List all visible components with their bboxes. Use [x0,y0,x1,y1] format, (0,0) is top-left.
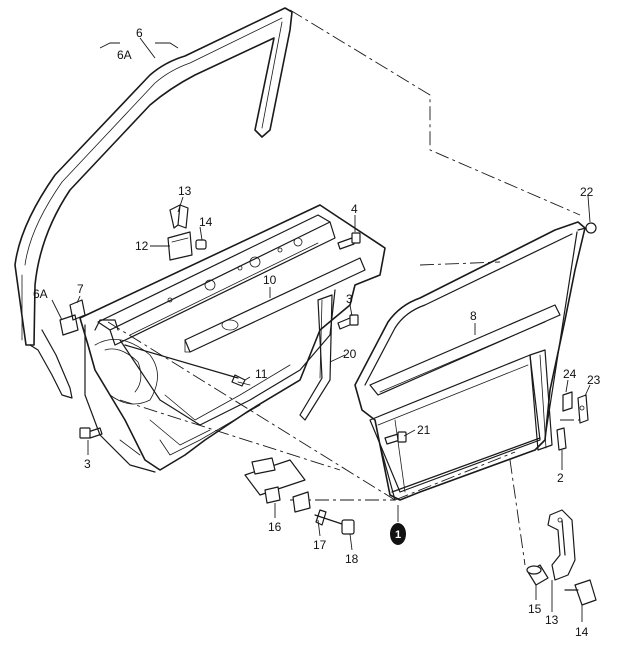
callout-21: 21 [417,423,431,437]
bolt-part-3-mid [337,314,359,330]
callout-14-top: 14 [199,215,213,229]
window-frame-seal [14,7,293,399]
callout-6a-top: 6A [117,48,132,62]
handle-mechanism-16-17-18 [244,457,355,535]
callout-14-bottom: 14 [575,625,589,639]
callout-24: 24 [563,367,577,381]
window-glass-frame [354,221,586,501]
callout-22: 22 [580,185,594,199]
callout-6: 6 [136,26,143,40]
callout-8: 8 [470,309,477,323]
callout-13-bottom: 13 [545,613,559,627]
window-guide-channel [299,294,333,421]
callout-12: 12 [135,239,149,253]
callout-17: 17 [313,538,327,552]
bolt-part-3-left [79,427,103,439]
callout-1: 1 [395,529,401,541]
door-shell [79,204,386,473]
callout-3-left: 3 [84,457,91,471]
leader-lines [51,37,591,622]
callout-labels: 6 6A 13 14 12 4 22 7 6A 10 3 8 20 11 24 … [33,26,601,639]
striker-bracket-23-24 [562,391,589,424]
callout-20: 20 [343,347,357,361]
callout-11: 11 [255,367,268,381]
callout-23: 23 [587,373,601,387]
door-hinge-13-14 [547,509,597,606]
callout-10: 10 [263,273,277,287]
bolt-part-4 [337,232,361,250]
bushing-part-15 [526,564,549,586]
callout-13-top: 13 [178,184,192,198]
callout-15: 15 [528,602,542,616]
callout-7: 7 [77,282,84,296]
screw-part-22 [577,222,597,234]
callout-18: 18 [345,552,359,566]
operating-rod [124,344,251,387]
callout-3-mid: 3 [346,292,353,306]
callout-4: 4 [351,202,358,216]
callout-2: 2 [557,471,564,485]
clip-assembly-12-13-14 [167,204,207,261]
callout-1-badge: 1 [390,523,406,545]
assembly-guide-lines [107,9,581,566]
bolt-part-21 [384,431,407,445]
clip-part-7 [59,299,86,336]
clip-part-2 [556,427,567,451]
callout-16: 16 [268,520,282,534]
callout-6a-left: 6A [33,287,48,301]
